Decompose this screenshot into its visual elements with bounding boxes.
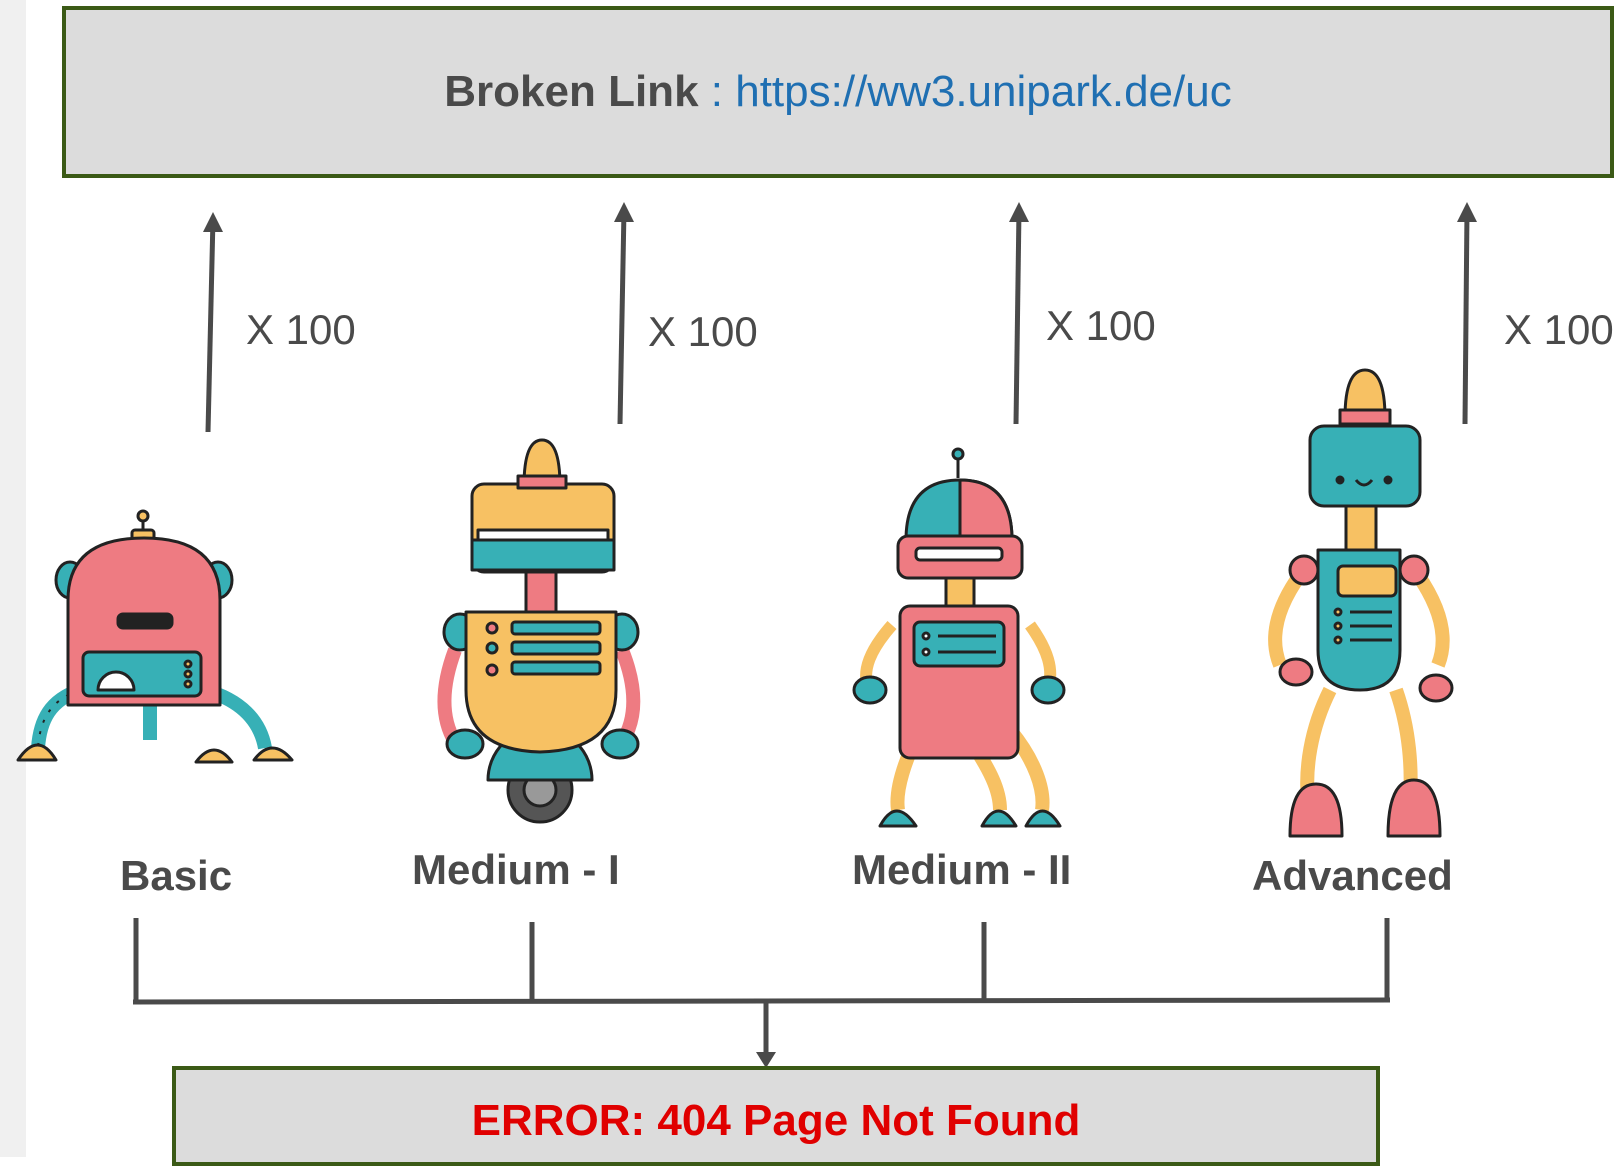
tier-label-medium-1: Medium - I xyxy=(412,846,620,893)
multiplier-medium-2: X 100 xyxy=(1046,302,1156,349)
tier-label-medium-2: Medium - II xyxy=(852,846,1072,893)
broken-link-url[interactable]: https://ww3.unipark.de/uc xyxy=(735,67,1232,116)
robot-medium-1-illustration xyxy=(437,438,641,824)
robot-basic-illustration xyxy=(16,509,294,764)
broken-link-separator: : xyxy=(698,67,736,116)
up-arrow-basic xyxy=(205,217,216,433)
error-message: ERROR: 404 Page Not Found xyxy=(471,1096,1081,1145)
up-arrow-advanced-head xyxy=(1457,202,1477,222)
multiplier-advanced: X 100 xyxy=(1504,306,1614,353)
down-arrow-head xyxy=(756,1052,776,1068)
multiplier-basic: X 100 xyxy=(246,306,356,353)
up-arrow-medium-1 xyxy=(617,209,627,425)
up-arrow-basic-head xyxy=(203,212,223,232)
up-arrow-medium-2-head xyxy=(1009,202,1029,222)
merge-bracket xyxy=(132,918,1391,1060)
robot-advanced-illustration xyxy=(1268,368,1454,838)
broken-link-line: Broken Link : https://ww3.unipark.de/uc xyxy=(444,67,1231,117)
error-box: ERROR: 404 Page Not Found xyxy=(172,1066,1380,1166)
up-arrow-medium-2 xyxy=(1013,209,1022,425)
up-arrow-advanced xyxy=(1462,209,1470,425)
robot-medium-2-illustration xyxy=(852,447,1066,828)
tier-label-basic: Basic xyxy=(120,852,233,899)
broken-link-box: Broken Link : https://ww3.unipark.de/uc xyxy=(62,6,1614,178)
broken-link-label: Broken Link xyxy=(444,67,699,116)
tier-label-advanced: Advanced xyxy=(1252,852,1453,899)
left-margin-strip xyxy=(0,0,26,1157)
up-arrow-medium-1-head xyxy=(614,202,634,222)
multiplier-medium-1: X 100 xyxy=(648,308,758,355)
